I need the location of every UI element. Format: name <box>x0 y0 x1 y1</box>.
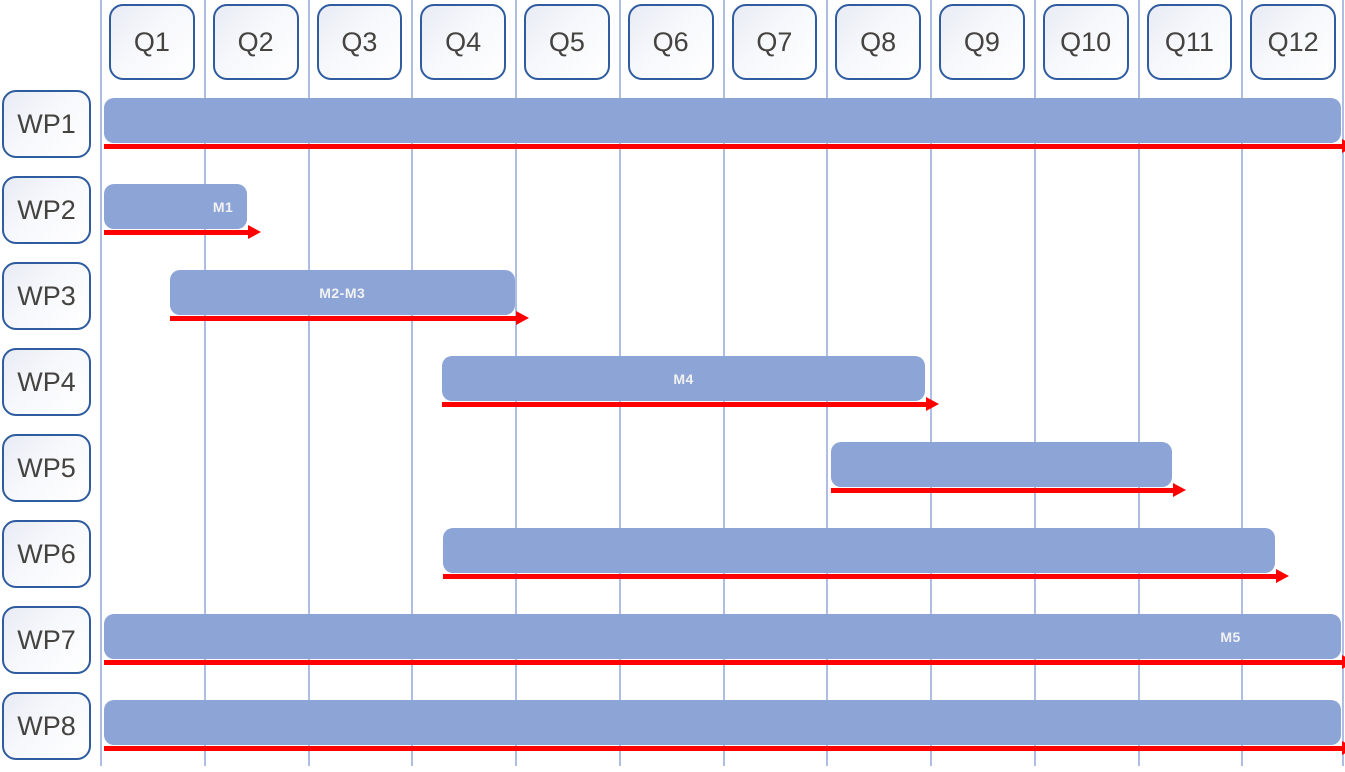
duration-arrow-wp6 <box>443 574 1278 579</box>
wp-label: WP1 <box>17 108 76 139</box>
quarter-gridline <box>307 0 310 766</box>
task-bar-wp7: M5 <box>104 614 1341 659</box>
quarter-gridline <box>1342 0 1344 766</box>
task-bar-wp3: M2-M3 <box>169 270 515 315</box>
quarter-label: Q6 <box>652 26 689 57</box>
quarter-header-cell-q4: Q4 <box>420 4 506 80</box>
duration-arrow-wp5 <box>831 488 1174 493</box>
milestone-label-m4: M4 <box>673 370 694 387</box>
wp-label-box-wp2: WP2 <box>2 176 91 244</box>
quarter-label: Q1 <box>133 26 170 57</box>
quarter-label: Q7 <box>756 26 793 57</box>
duration-arrow-wp2 <box>104 230 250 235</box>
quarter-header-cell-q11: Q11 <box>1146 4 1233 80</box>
quarter-header-cell-q8: Q8 <box>835 4 921 80</box>
wp-label: WP7 <box>17 624 76 655</box>
wp-label-box-wp6: WP6 <box>2 520 91 588</box>
milestone-label-m2-m3: M2-M3 <box>319 284 366 301</box>
quarter-label: Q9 <box>963 26 1000 57</box>
quarter-header-cell-q2: Q2 <box>212 4 299 80</box>
task-bar-wp5 <box>831 442 1172 487</box>
wp-label: WP4 <box>17 366 76 397</box>
duration-arrow-head-wp1 <box>1341 139 1345 153</box>
quarter-gridline <box>100 0 102 766</box>
wp-label-box-wp3: WP3 <box>2 262 91 330</box>
quarter-gridline <box>1137 0 1140 766</box>
quarter-label: Q11 <box>1164 26 1214 57</box>
wp-label-box-wp8: WP8 <box>2 692 91 760</box>
quarter-label: Q2 <box>237 26 274 57</box>
duration-arrow-head-wp4 <box>925 397 939 411</box>
wp-label: WP6 <box>17 538 76 569</box>
quarter-gridline <box>1033 0 1036 766</box>
wp-label-box-wp1: WP1 <box>2 90 91 158</box>
quarter-header-cell-q5: Q5 <box>524 4 610 80</box>
milestone-label-m5: M5 <box>1220 628 1241 645</box>
milestone-label-m1: M1 <box>212 198 234 215</box>
quarter-label: Q3 <box>341 26 378 57</box>
quarter-gridline <box>203 0 206 766</box>
duration-arrow-head-wp3 <box>516 311 529 325</box>
task-bar-wp1 <box>104 98 1341 143</box>
quarter-header-cell-q3: Q3 <box>316 4 403 80</box>
duration-arrow-head-wp8 <box>1341 741 1345 755</box>
quarter-gridline <box>930 0 932 766</box>
quarter-header-cell-q9: Q9 <box>939 4 1025 80</box>
quarter-label: Q8 <box>860 26 897 57</box>
quarter-header-cell-q7: Q7 <box>731 4 818 80</box>
duration-arrow-wp8 <box>104 746 1343 751</box>
duration-arrow-wp3 <box>169 316 517 321</box>
quarter-header-cell-q1: Q1 <box>109 4 195 80</box>
wp-label: WP3 <box>17 280 76 311</box>
task-bar-wp2: M1 <box>104 184 248 229</box>
duration-arrow-head-wp7 <box>1341 655 1345 669</box>
wp-label-box-wp7: WP7 <box>2 606 91 674</box>
duration-arrow-head-wp2 <box>248 225 262 239</box>
wp-label-box-wp5: WP5 <box>2 434 91 502</box>
wp-label-box-wp4: WP4 <box>2 348 91 416</box>
duration-arrow-wp7 <box>104 660 1343 665</box>
quarter-label: Q4 <box>445 26 482 57</box>
wp-label: WP2 <box>17 194 76 225</box>
duration-arrow-wp4 <box>442 402 927 407</box>
task-bar-wp4: M4 <box>442 356 925 401</box>
duration-arrow-head-wp5 <box>1172 483 1186 497</box>
wp-label: WP8 <box>17 710 76 741</box>
quarter-label: Q12 <box>1267 26 1319 57</box>
duration-arrow-wp1 <box>104 144 1343 149</box>
quarter-header-cell-q12: Q12 <box>1250 4 1336 80</box>
wp-label: WP5 <box>17 452 76 483</box>
quarter-gridline <box>411 0 414 766</box>
quarter-label: Q5 <box>548 26 585 57</box>
task-bar-wp8 <box>104 700 1341 745</box>
task-bar-wp6 <box>443 528 1276 573</box>
quarter-label: Q10 <box>1060 26 1112 57</box>
quarter-header-cell-q6: Q6 <box>627 4 714 80</box>
quarter-header-cell-q10: Q10 <box>1042 4 1129 80</box>
duration-arrow-head-wp6 <box>1276 569 1290 583</box>
quarter-gridline <box>1241 0 1244 766</box>
